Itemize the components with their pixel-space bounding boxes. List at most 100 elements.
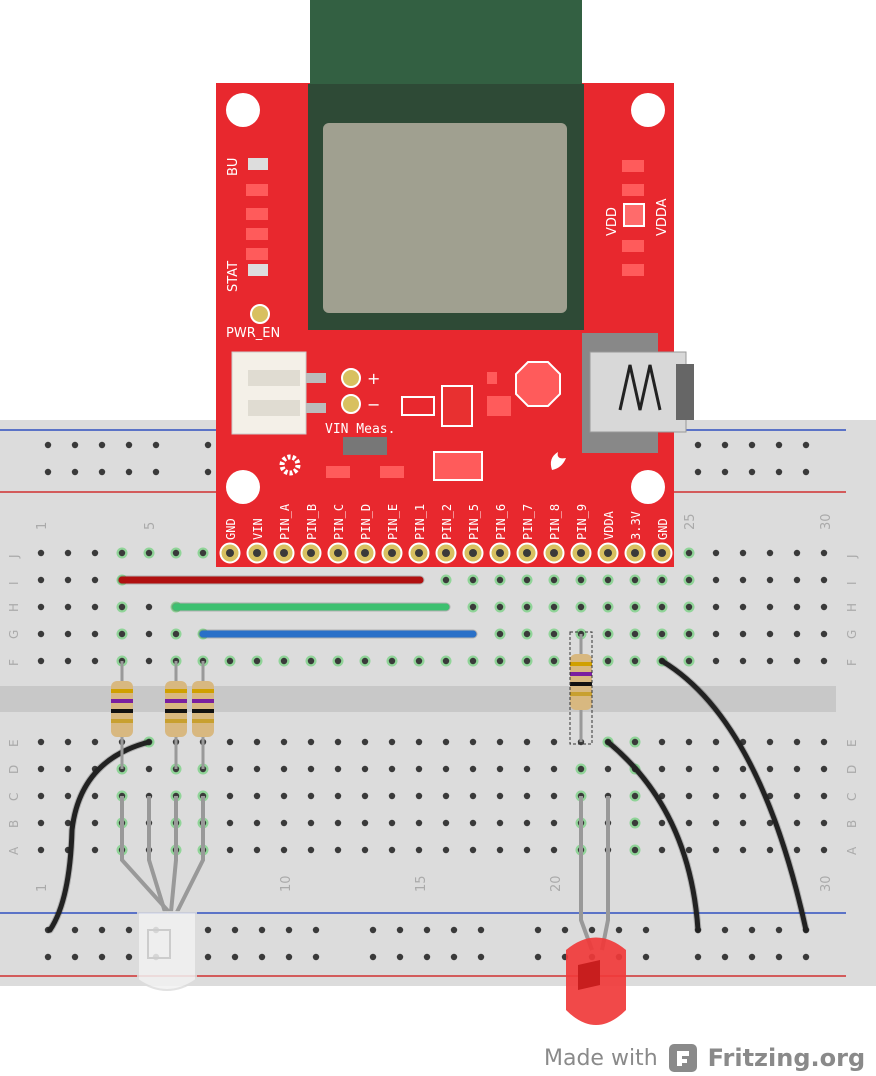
board-label-vdd: VDD	[605, 207, 620, 236]
breadboard-hole	[37, 576, 45, 584]
breadboard-hole	[145, 657, 153, 665]
reset-button	[515, 361, 561, 407]
header-pin-hole	[280, 549, 288, 557]
breadboard-hole	[793, 630, 801, 638]
breadboard-hole	[631, 603, 639, 611]
breadboard-hole	[496, 576, 504, 584]
rail-hole	[152, 441, 160, 449]
breadboard-hole	[199, 549, 207, 557]
rail-hole	[71, 926, 79, 934]
breadboard-hole	[307, 738, 315, 746]
pin-label: GND	[224, 518, 238, 540]
breadboard-hole	[361, 765, 369, 773]
rail-hole	[748, 468, 756, 476]
smd-pad	[487, 396, 511, 416]
rail-hole	[285, 926, 293, 934]
red-led-die	[578, 960, 600, 990]
row-letter-g-left: G	[7, 630, 21, 639]
resistor-1-band	[111, 719, 133, 723]
breadboard-hole	[604, 765, 612, 773]
breadboard-hole	[739, 765, 747, 773]
row-letter-e-right: E	[845, 739, 859, 747]
breadboard-hole	[523, 792, 531, 800]
bb-col-bottom-30: 30	[819, 875, 834, 892]
breadboard-hole	[712, 846, 720, 854]
resistor-3-band	[192, 689, 214, 693]
pin-label: VDDA	[602, 510, 616, 540]
rail-hole	[204, 926, 212, 934]
breadboard-hole	[820, 630, 828, 638]
breadboard-hole	[685, 846, 693, 854]
rail-hole	[204, 953, 212, 961]
rail-hole	[258, 926, 266, 934]
breadboard-hole	[469, 792, 477, 800]
resistor-1-band	[111, 709, 133, 713]
breadboard-hole	[496, 765, 504, 773]
breadboard-hole	[820, 792, 828, 800]
row-letters: J I H G F E D C B A J I H G F E D C B A	[7, 554, 859, 855]
breadboard-hole	[280, 792, 288, 800]
breadboard-hole	[388, 738, 396, 746]
header-pin-hole	[550, 549, 558, 557]
row-letter-a-left: A	[7, 846, 21, 855]
rail-hole	[642, 926, 650, 934]
rail-hole	[450, 953, 458, 961]
bb-col-bottom-10: 10	[279, 875, 294, 892]
breadboard-hole	[496, 630, 504, 638]
diode	[441, 385, 473, 427]
rail-hole	[561, 926, 569, 934]
breadboard-hole	[307, 819, 315, 827]
vin-minus-pad	[341, 394, 361, 414]
row-letter-b-right: B	[845, 820, 859, 828]
breadboard-hole	[388, 765, 396, 773]
header-pin-hole	[469, 549, 477, 557]
breadboard-hole	[442, 738, 450, 746]
resistor-2-band	[165, 709, 187, 713]
breadboard-hole	[793, 576, 801, 584]
breadboard-hole	[64, 738, 72, 746]
breadboard-hole	[361, 657, 369, 665]
breadboard-hole	[523, 657, 531, 665]
rail-hole	[369, 953, 377, 961]
rgb-led	[137, 911, 197, 991]
mount-hole-top-left	[226, 93, 260, 127]
breadboard-hole	[388, 792, 396, 800]
breadboard-hole	[253, 657, 261, 665]
breadboard-hole	[442, 819, 450, 827]
rail-hole	[71, 953, 79, 961]
rail-hole	[231, 926, 239, 934]
labels: BU STAT PWR_EN VDD VDDA VIN Meas. + − 1 …	[35, 158, 834, 892]
breadboard-hole	[604, 576, 612, 584]
breadboard-hole	[577, 765, 585, 773]
breadboard-hole	[91, 657, 99, 665]
row-letter-c-left: C	[7, 793, 21, 801]
header-pin-hole	[334, 549, 342, 557]
breadboard-hole	[334, 738, 342, 746]
rail-hole	[694, 953, 702, 961]
mount-hole-top-right	[631, 93, 665, 127]
bb-col-top-1: 1	[35, 522, 50, 530]
breadboard-hole	[37, 846, 45, 854]
row-letter-f-right: F	[845, 659, 859, 666]
board-label-pwr-en: PWR_EN	[226, 326, 280, 341]
breadboard-hole	[334, 765, 342, 773]
breadboard-hole	[793, 819, 801, 827]
breadboard-hole	[145, 603, 153, 611]
rail-hole	[125, 953, 133, 961]
rail-hole	[748, 441, 756, 449]
breadboard-hole	[91, 819, 99, 827]
breadboard-hole	[496, 738, 504, 746]
resistor-1-band	[111, 699, 133, 703]
pin-label: 3.3V	[629, 511, 643, 540]
smd-pad	[622, 240, 644, 252]
breadboard-hole	[280, 819, 288, 827]
breadboard-hole	[442, 657, 450, 665]
pin-label: PIN_A	[278, 503, 292, 540]
breadboard-hole	[226, 657, 234, 665]
row-letter-a-right: A	[845, 846, 859, 855]
usb-body	[589, 351, 687, 433]
rail-hole	[721, 441, 729, 449]
rail-hole	[477, 926, 485, 934]
pin-label: PIN_8	[548, 504, 562, 540]
rail-hole	[71, 468, 79, 476]
